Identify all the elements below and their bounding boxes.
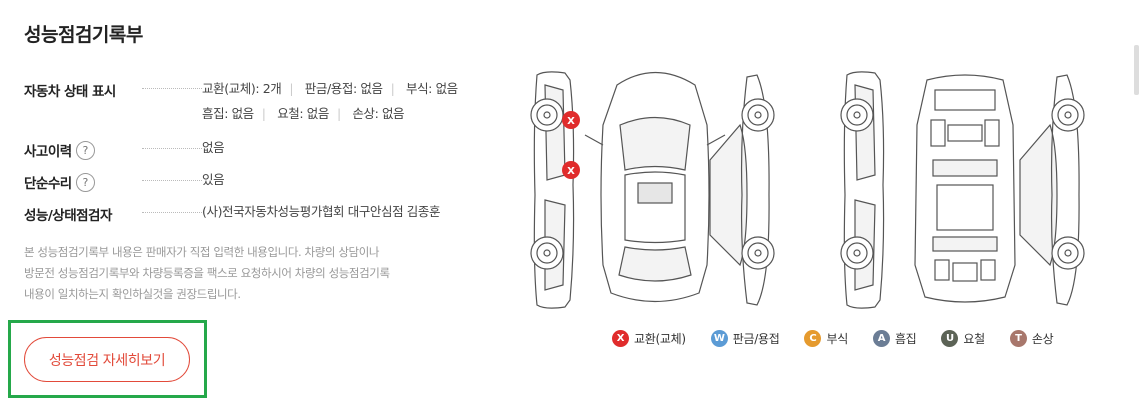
dent-badge-icon: U [941, 330, 959, 347]
legend-label: 흠집 [894, 332, 917, 346]
car-side-left-rear [709, 74, 775, 306]
status-row: 자동차 상태 표시 교환(교체): 2개| 판금/용접: 없음| 부식: 없음 … [24, 80, 494, 130]
dotted-leader [142, 180, 202, 181]
notice-line: 방문전 성능점검기록부와 차량등록증을 팩스로 요청하시어 차량의 성능점검기록 [24, 266, 390, 280]
damage-badge-icon: T [1009, 330, 1027, 347]
help-icon[interactable]: ? [75, 172, 95, 192]
page-title: 성능점검기록부 [24, 24, 143, 46]
weld-badge-icon: W [710, 330, 728, 347]
legend-item: C 부식 [804, 330, 848, 347]
inspector-value: (사)전국자동차성능평가협회 대구안심점 김종훈 [202, 204, 441, 219]
scrollbar[interactable] [1134, 45, 1139, 95]
inspector-row: 성능/상태점검자 (사)전국자동차성능평가협회 대구안심점 김종훈 [24, 204, 494, 226]
repair-row: 단순수리 ? 있음 [24, 172, 494, 194]
inspector-label: 성능/상태점검자 [24, 208, 112, 224]
accident-value: 없음 [202, 140, 225, 155]
dotted-leader [142, 148, 202, 149]
status-scratch: 흠집: 없음 [202, 106, 254, 121]
corrosion-badge-icon: C [804, 330, 822, 347]
notice-text: 본 성능점검기록부 내용은 판매자가 직접 입력한 내용입니다. 차량의 상담이… [24, 242, 464, 305]
status-damage: 손상: 없음 [352, 106, 405, 121]
legend-label: 요철 [963, 332, 985, 346]
legend-item: A 흠집 [872, 330, 917, 347]
accident-row: 사고이력 ? 없음 [24, 140, 494, 162]
scratch-badge-icon: A [872, 330, 890, 347]
car-side-left-front [530, 71, 575, 309]
dotted-leader [142, 88, 202, 89]
car-side-right-rear [1019, 74, 1085, 306]
status-corrosion: 부식: 없음 [405, 81, 458, 96]
notice-line: 본 성능점검기록부 내용은 판매자가 직접 입력한 내용입니다. 차량의 상담이… [24, 245, 380, 259]
status-replace: 교환(교체): 2개 [202, 81, 282, 96]
car-frame-view [914, 74, 1016, 303]
legend-label: 부식 [826, 332, 848, 346]
replace-marker-front-door[interactable]: X [562, 111, 580, 129]
highlight-box [8, 320, 207, 398]
dotted-leader [142, 212, 202, 213]
legend-label: 교환(교체) [634, 332, 686, 346]
svg-text:X: X [567, 116, 575, 127]
status-sheet-metal: 판금/용접: 없음 [304, 81, 383, 96]
car-condition-diagram: X X [530, 71, 1085, 309]
replace-marker-rear-door[interactable]: X [562, 161, 580, 179]
replace-badge-icon: X [612, 330, 629, 347]
legend-label: 판금/용접 [732, 332, 780, 346]
legend-label: 손상 [1031, 332, 1054, 346]
status-label: 자동차 상태 표시 [24, 84, 116, 100]
repair-label-wrap: 단순수리 ? [24, 172, 95, 192]
legend-item: W 판금/용접 [710, 330, 780, 347]
status-values: 교환(교체): 2개| 판금/용접: 없음| 부식: 없음 흠집: 없음| 요철… [202, 81, 458, 121]
car-side-right-front [840, 71, 885, 309]
legend-item: T 손상 [1009, 330, 1054, 347]
repair-value: 있음 [202, 172, 225, 187]
accident-label: 사고이력 [24, 144, 72, 160]
legend-item: X 교환(교체) [612, 330, 686, 347]
repair-label: 단순수리 [24, 176, 72, 192]
svg-text:X: X [567, 166, 575, 177]
legend-item: U 요철 [941, 330, 985, 347]
inspection-detail-button[interactable]: 성능점검 자세히보기 [24, 337, 190, 382]
help-icon[interactable]: ? [75, 140, 95, 160]
legend: X 교환(교체) W 판금/용접 C 부식 A 흠집 U 요철 T 손상 [612, 330, 1078, 347]
car-top-view [584, 71, 726, 303]
notice-line: 내용이 일치하는지 확인하실것을 권장드립니다. [24, 287, 241, 301]
status-dent: 요철: 없음 [277, 106, 329, 121]
accident-label-wrap: 사고이력 ? [24, 140, 95, 160]
